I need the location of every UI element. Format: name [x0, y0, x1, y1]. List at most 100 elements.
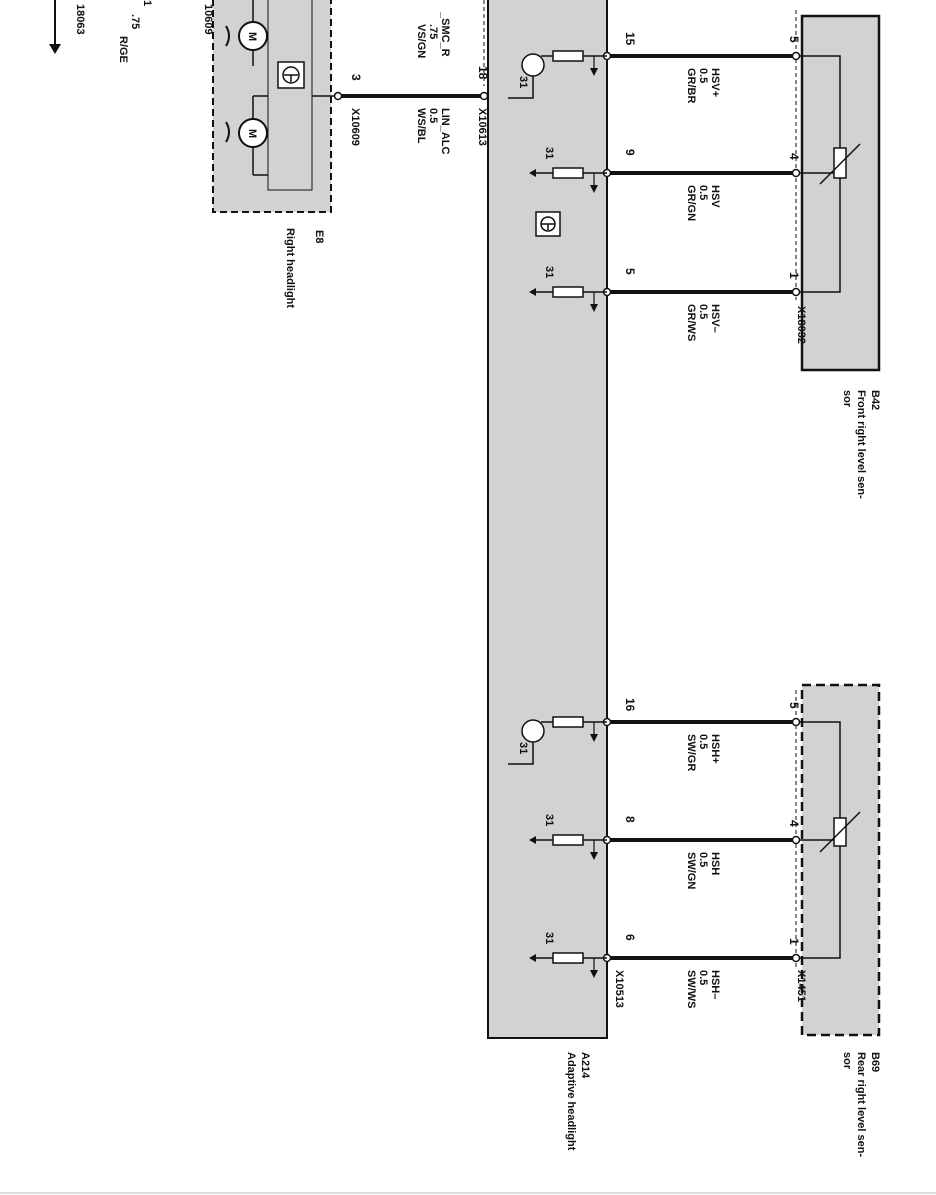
svg-text:1: 1	[787, 938, 801, 945]
pin-label: 4	[787, 820, 801, 827]
svg-text:31: 31	[543, 814, 555, 826]
ground-arrow-icon	[590, 304, 598, 312]
ground-label: 31	[543, 814, 555, 826]
svg-text:SW/GN: SW/GN	[685, 852, 697, 889]
sensor-b42: B42 Front right level sen- sor X18032	[795, 10, 881, 499]
wire-size: 0.5	[697, 852, 709, 867]
svg-text:31: 31	[517, 742, 529, 754]
terminal	[791, 953, 801, 963]
signal-label: HSH+	[709, 734, 721, 764]
svg-text:0.5: 0.5	[697, 185, 709, 200]
pin-label: 1	[787, 938, 801, 945]
transistor-icon	[521, 53, 545, 77]
ground-arrow-icon	[529, 169, 536, 177]
motor-symbol: M	[225, 96, 268, 175]
pin-label: 1	[141, 0, 153, 6]
arrow-down-icon	[49, 44, 61, 54]
signal-label: LIN_ALC	[439, 108, 451, 155]
svg-text:5: 5	[623, 268, 637, 275]
pin-label: 9	[623, 149, 637, 156]
svg-text:HSH+: HSH+	[709, 734, 721, 764]
svg-text:15: 15	[623, 32, 637, 46]
svg-text:4: 4	[787, 153, 801, 160]
pin-label: 3	[349, 74, 363, 81]
connector-label: X1451	[795, 970, 807, 1002]
pin-label: 1	[787, 272, 801, 279]
connector-label: X10609	[349, 108, 361, 146]
wire-size: 0.5	[697, 734, 709, 749]
svg-text:HSV–: HSV–	[709, 304, 721, 333]
resistor-icon	[552, 952, 584, 964]
ground-arrow-icon	[529, 836, 536, 844]
svg-text:0.5: 0.5	[697, 304, 709, 319]
svg-text:GR/BR: GR/BR	[685, 68, 697, 104]
ground-arrow-icon	[590, 185, 598, 193]
svg-text:31: 31	[517, 76, 529, 88]
signal-label: HSV–	[709, 304, 721, 333]
pin-label: 4	[787, 153, 801, 160]
svg-text:1: 1	[787, 272, 801, 279]
svg-text:31: 31	[543, 266, 555, 278]
wire-color: GR/BR	[685, 68, 697, 104]
wire-color: GR/WS	[685, 304, 697, 341]
signal-label: _SMC_R	[439, 11, 451, 57]
wire-size: 0.5	[697, 68, 709, 83]
wire-color: SW/GN	[685, 852, 697, 889]
wire-color: VS/GN	[415, 24, 427, 58]
pin-label: 8	[623, 816, 637, 823]
svg-text:GR/WS: GR/WS	[685, 304, 697, 341]
pin-label: 5	[787, 702, 801, 709]
transistor-icon	[521, 719, 545, 743]
ground-label: 31	[543, 266, 555, 278]
sensor-id: B69	[869, 1052, 881, 1072]
svg-text:9: 9	[623, 149, 637, 156]
wire-color: R/GE	[117, 36, 129, 63]
headlight-id: E8	[313, 230, 325, 243]
resistor-icon	[552, 167, 584, 179]
svg-text:GR/GN: GR/GN	[685, 185, 697, 221]
svg-text:5: 5	[787, 702, 801, 709]
svg-text:M: M	[246, 129, 258, 138]
resistor-icon	[552, 50, 584, 62]
pin-label: 15	[623, 32, 637, 46]
ref-number: 18063	[74, 4, 86, 35]
pin-label: 5	[623, 268, 637, 275]
wire-color: SW/WS	[685, 970, 697, 1009]
ground-label: 31	[517, 76, 529, 88]
pin-label: 5	[787, 36, 801, 43]
wire-size: .75	[129, 14, 141, 29]
svg-text:5: 5	[787, 36, 801, 43]
ground-arrow-icon	[590, 734, 598, 742]
svg-text:31: 31	[543, 932, 555, 944]
wire-size: 0.5	[697, 185, 709, 200]
top-left-fragment: 18063 R/GE .75 1 10609	[49, 0, 214, 63]
connector-label: X10513	[613, 970, 625, 1008]
resistor-icon	[552, 716, 584, 728]
svg-text:16: 16	[623, 698, 637, 712]
wire-color: SW/GR	[685, 734, 697, 771]
pin-label: 16	[623, 698, 637, 712]
svg-text:HSV: HSV	[709, 185, 721, 208]
svg-text:6: 6	[623, 934, 637, 941]
ground-label: 31	[543, 147, 555, 159]
svg-text:SW/WS: SW/WS	[685, 970, 697, 1009]
svg-text:8: 8	[623, 816, 637, 823]
headlight-e8: M M E8 Right headlight	[212, 0, 338, 308]
svg-text:0.5: 0.5	[697, 970, 709, 985]
wire-color: WS/BL	[415, 108, 427, 144]
connector-label: X18032	[795, 306, 807, 344]
resistor-icon	[552, 286, 584, 298]
svg-text:0.5: 0.5	[697, 734, 709, 749]
svg-text:0.5: 0.5	[697, 68, 709, 83]
sensor-id: B42	[869, 390, 881, 410]
module-name: Adaptive headlight	[565, 1052, 577, 1151]
sensor-name: Rear right level sen-	[855, 1052, 867, 1157]
terminal	[791, 717, 801, 727]
ground-label: 31	[543, 932, 555, 944]
wire-size: 0.5	[697, 970, 709, 985]
terminal	[791, 287, 801, 297]
wire-size: 0.5	[697, 304, 709, 319]
signal-label: HSV+	[709, 68, 721, 97]
ground-arrow-icon	[529, 288, 536, 296]
